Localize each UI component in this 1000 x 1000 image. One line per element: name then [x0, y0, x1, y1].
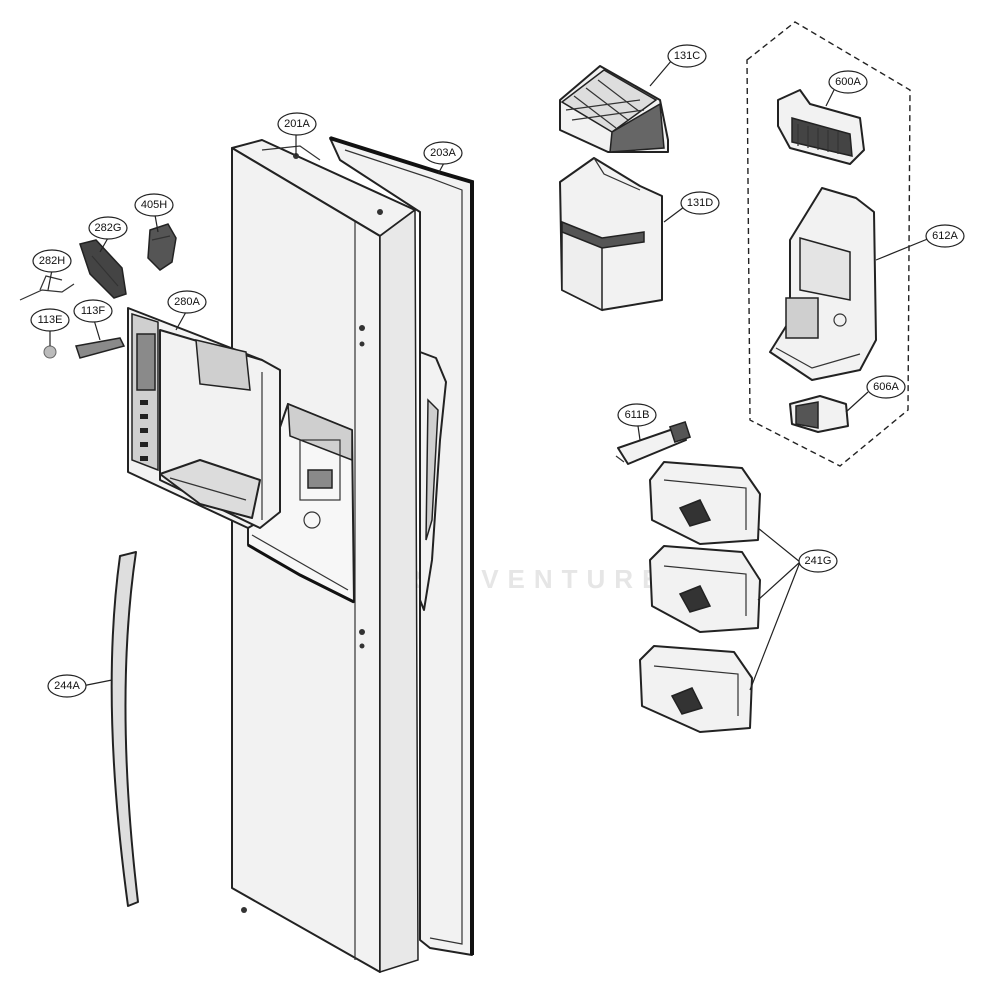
svg-text:282G: 282G	[95, 222, 122, 234]
kit-group-outline	[746, 21, 911, 467]
callout-244A: 244A	[47, 674, 87, 698]
callout-606A: 606A	[866, 375, 906, 399]
svg-text:280A: 280A	[174, 296, 200, 308]
callout-612A: 612A	[925, 224, 965, 248]
callout-241G: 241G	[798, 549, 838, 573]
ice-maker-housing-612A[interactable]	[769, 187, 877, 381]
ice-maker-600A[interactable]	[777, 89, 865, 165]
leader-lines	[47, 59, 931, 691]
ice-bin-cover-131C[interactable]	[559, 65, 669, 153]
callout-131D: 131D	[680, 191, 720, 215]
callout-201A: 201A	[277, 112, 317, 136]
part-405H[interactable]	[147, 223, 177, 271]
svg-text:600A: 600A	[835, 76, 861, 88]
svg-text:201A: 201A	[284, 118, 310, 130]
door-handle-244A[interactable]	[110, 551, 139, 907]
svg-text:113E: 113E	[38, 314, 63, 326]
svg-text:611B: 611B	[625, 409, 650, 421]
callout-113F: 113F	[73, 299, 113, 323]
svg-text:131C: 131C	[674, 50, 700, 62]
door-bin-241G-middle[interactable]	[649, 545, 761, 633]
door-bin-241G-top[interactable]	[649, 461, 761, 545]
callout-113E: 113E	[30, 308, 70, 332]
callout-282G: 282G	[88, 216, 128, 240]
door-bin-241G-bottom[interactable]	[639, 645, 753, 733]
svg-text:244A: 244A	[54, 680, 80, 692]
callout-405H: 405H	[134, 193, 174, 217]
door-gasket-203A[interactable]	[329, 136, 474, 956]
svg-text:131D: 131D	[687, 197, 713, 209]
part-113F[interactable]	[75, 337, 126, 359]
callout-611B: 611B	[617, 403, 657, 427]
dispenser-cover-280A[interactable]	[127, 307, 281, 529]
part-282H[interactable]	[19, 275, 75, 301]
svg-text:606A: 606A	[873, 381, 899, 393]
svg-text:612A: 612A	[932, 230, 958, 242]
callout-280A: 280A	[167, 290, 207, 314]
svg-text:241G: 241G	[805, 555, 832, 567]
svg-text:405H: 405H	[141, 199, 167, 211]
door-side-handle	[419, 351, 447, 611]
callout-131C: 131C	[667, 44, 707, 68]
ice-bucket-131D[interactable]	[559, 157, 663, 312]
part-113E[interactable]	[43, 345, 57, 359]
part-282G[interactable]	[79, 239, 127, 299]
water-filter-611B[interactable]	[615, 420, 692, 465]
motor-606A[interactable]	[789, 395, 849, 433]
callout-203A: 203A	[423, 141, 463, 165]
callout-600A: 600A	[828, 70, 868, 94]
svg-text:113F: 113F	[81, 305, 106, 317]
svg-text:203A: 203A	[430, 147, 456, 159]
svg-text:282H: 282H	[39, 255, 65, 267]
callout-282H: 282H	[32, 249, 72, 273]
